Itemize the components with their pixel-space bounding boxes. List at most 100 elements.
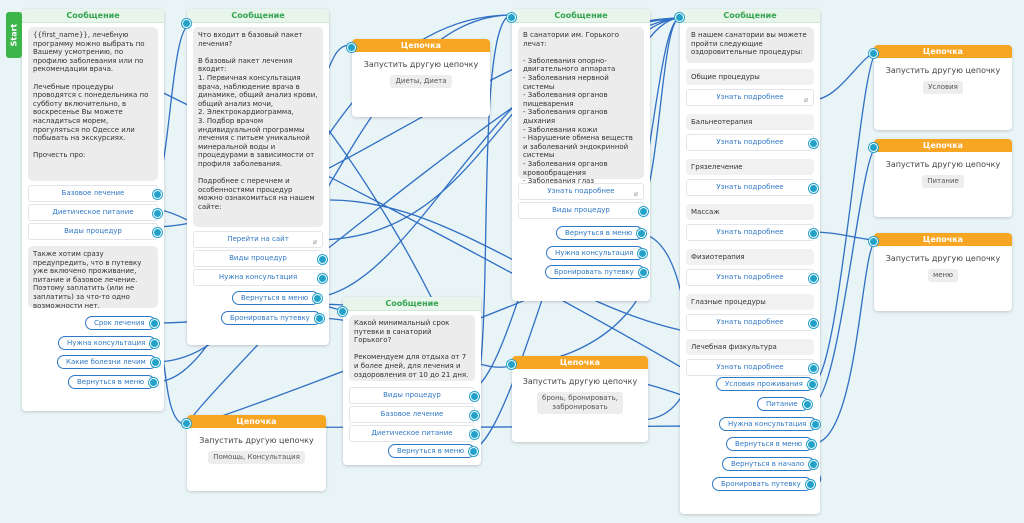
pill-book-trip[interactable]: Бронировать путевку [221, 311, 324, 325]
output-port[interactable] [470, 430, 479, 439]
button-learn-more[interactable]: Узнать подробнее [686, 179, 818, 196]
message-node-1[interactable]: Сообщение {{first_name}}, лечебную прогр… [22, 9, 164, 411]
pill-3[interactable]: Вернуться в меню [726, 437, 817, 451]
input-port[interactable] [869, 49, 878, 58]
pill-0[interactable]: Условия проживания [716, 377, 817, 391]
output-port[interactable] [470, 392, 479, 401]
pill-1[interactable]: Питание [757, 397, 812, 411]
message-text: {{first_name}}, лечебную программу можно… [28, 27, 158, 181]
button-basic-treatment[interactable]: Базовое лечение [28, 185, 162, 202]
output-port[interactable] [639, 207, 648, 216]
start-label: Start [9, 23, 19, 47]
node-header: Сообщение [22, 9, 164, 23]
node-header: Сообщение [343, 297, 481, 311]
pill-term[interactable]: Срок лечения [85, 316, 159, 330]
input-port[interactable] [347, 43, 356, 52]
input-port[interactable] [675, 13, 684, 22]
pill-5[interactable]: Бронировать путевку [712, 477, 815, 491]
input-port[interactable] [507, 360, 516, 369]
button-diet[interactable]: Диетическое питание [28, 204, 162, 221]
output-port[interactable] [809, 274, 818, 283]
output-port[interactable] [153, 209, 162, 218]
button-procedures[interactable]: Виды процедур [349, 387, 479, 404]
chain-title: Запустить другую цепочку [885, 66, 1001, 75]
message-node-3[interactable]: Сообщение Какой минимальный срок путевки… [338, 297, 481, 465]
node-header: Цепочка [352, 39, 490, 52]
message-text-2: Также хотим сразу предупредить, что в пу… [28, 246, 158, 310]
output-port[interactable] [150, 358, 160, 367]
pill-consultation[interactable]: Нужна консультация [58, 336, 160, 350]
chain-tag: Питание [922, 175, 964, 188]
output-port[interactable] [809, 319, 818, 328]
pill-back-to-menu[interactable]: Вернуться в меню [68, 375, 159, 389]
button-procedures[interactable]: Виды процедур [518, 202, 648, 219]
pill-book-trip[interactable]: Бронировать путевку [545, 265, 648, 279]
output-port[interactable] [314, 314, 324, 323]
chain-node-5[interactable]: Цепочка Запустить другую цепочку Питание [869, 139, 1012, 217]
output-port[interactable] [153, 190, 162, 199]
message-text: В нашем санатории вы можете пройти следу… [686, 27, 814, 63]
node-header: Сообщение [680, 9, 820, 23]
button-learn-more[interactable]: Узнать подробнее [686, 314, 818, 331]
input-port[interactable] [338, 307, 347, 316]
input-port[interactable] [182, 19, 191, 28]
chain-node-4[interactable]: Цепочка Запустить другую цепочку Условия [869, 45, 1012, 130]
button-procedures[interactable]: Виды процедур [193, 250, 327, 267]
start-node[interactable]: Start [6, 12, 22, 58]
input-port[interactable] [869, 237, 878, 246]
node-header: Цепочка [874, 139, 1012, 152]
node-header: Цепочка [512, 356, 648, 369]
button-learn-more[interactable]: Узнать подробнее⌀ [518, 183, 644, 200]
input-port[interactable] [182, 419, 191, 428]
section-label: Глазные процедуры [686, 294, 814, 310]
pill-2[interactable]: Нужна консультация [719, 417, 821, 431]
output-port[interactable] [807, 380, 817, 389]
section-label: Бальнеотерапия [686, 114, 814, 130]
button-go-to-site[interactable]: Перейти на сайт⌀ [193, 231, 323, 248]
button-basic-treatment[interactable]: Базовое лечение [349, 406, 479, 423]
chain-tag: Диеты, Диета [390, 75, 452, 88]
output-port[interactable] [149, 319, 159, 328]
section-label: Общие процедуры [686, 69, 814, 85]
button-procedures[interactable]: Виды процедур [28, 223, 162, 240]
button-consultation[interactable]: Нужна консультация [193, 269, 327, 286]
pill-back-to-menu[interactable]: Вернуться в меню [388, 444, 479, 458]
input-port[interactable] [869, 143, 878, 152]
output-port[interactable] [809, 229, 818, 238]
output-port[interactable] [638, 268, 648, 277]
section-label: Лечебная физкультура [686, 339, 814, 355]
section-label: Грязелечение [686, 159, 814, 175]
section-label: Массаж [686, 204, 814, 220]
output-port[interactable] [802, 400, 812, 409]
output-port[interactable] [318, 274, 327, 283]
chain-tag: Помощь, Консультация [208, 451, 305, 464]
output-port[interactable] [470, 411, 479, 420]
chain-node-3[interactable]: Цепочка Запустить другую цепочку бронь, … [507, 356, 648, 442]
output-port[interactable] [809, 184, 818, 193]
paperclip-icon: ⌀ [633, 190, 638, 198]
pill-back-to-menu[interactable]: Вернуться в меню [556, 226, 647, 240]
output-port[interactable] [809, 139, 818, 148]
pill-4[interactable]: Вернуться в начало [722, 457, 819, 471]
chain-node-2[interactable]: Цепочка Запустить другую цепочку Помощь,… [182, 415, 326, 491]
button-learn-more[interactable]: Узнать подробнее [686, 269, 818, 286]
pill-consultation[interactable]: Нужна консультация [546, 246, 648, 260]
pill-back-to-menu[interactable]: Вернуться в меню [232, 291, 323, 305]
output-port[interactable] [318, 255, 327, 264]
input-port[interactable] [507, 13, 516, 22]
chain-node-6[interactable]: Цепочка Запустить другую цепочку меню [869, 233, 1012, 311]
node-header: Сообщение [512, 9, 650, 23]
button-learn-more[interactable]: Узнать подробнее [686, 359, 818, 376]
output-port[interactable] [805, 480, 815, 489]
chain-title: Запустить другую цепочку [199, 436, 314, 445]
output-port[interactable] [153, 228, 162, 237]
chain-node-1[interactable]: Цепочка Запустить другую цепочку Диеты, … [347, 39, 490, 117]
pill-diseases[interactable]: Какие болезни лечим [57, 355, 160, 369]
button-learn-more[interactable]: Узнать подробнее [686, 224, 818, 241]
button-learn-more[interactable]: Узнать подробнее⌀ [686, 89, 814, 106]
button-diet[interactable]: Диетическое питание [349, 425, 479, 442]
button-learn-more[interactable]: Узнать подробнее [686, 134, 818, 151]
output-port[interactable] [809, 364, 818, 373]
chain-tag: бронь, бронировать, забронировать [537, 392, 623, 414]
